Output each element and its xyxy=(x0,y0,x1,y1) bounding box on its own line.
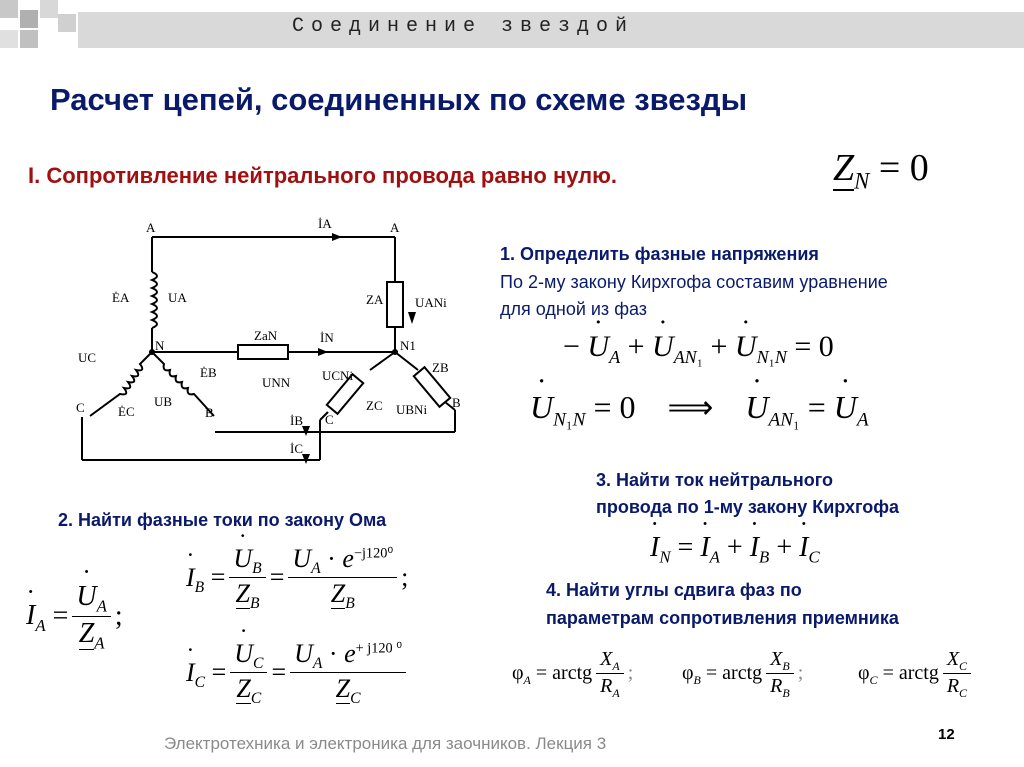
neutral-current-formula: IN = IA + IB + IC xyxy=(650,532,820,568)
node-n-label: N xyxy=(155,338,165,353)
voltage-ua-label: UA xyxy=(168,290,187,305)
voltage-ubn1-label: UBNi xyxy=(396,402,427,417)
zn-equals-zero-formula: ZN = 0 xyxy=(833,147,929,194)
step1-text-line2: для одной из фаз xyxy=(500,299,648,319)
emf-ea-label: ĖA xyxy=(112,290,130,305)
step3-title-line1: 3. Найти ток нейтрального xyxy=(596,470,833,490)
step3-title-line2: провода по 1-му закону Кирхгофа xyxy=(596,497,900,517)
node-c-right-label: C xyxy=(325,412,334,427)
current-ia-label: İA xyxy=(318,216,332,231)
impedance-za-label: ZA xyxy=(366,292,384,307)
node-a-left-label: A xyxy=(146,220,156,235)
decorative-squares xyxy=(0,0,76,48)
step1-title: 1. Определить фазные напряжения xyxy=(500,244,819,264)
impedance-zb-label: ZB xyxy=(432,360,449,375)
current-ib-label: İB xyxy=(290,413,303,428)
step4-title-line2: параметрам сопротивления приемника xyxy=(546,608,899,628)
current-in-label: İN xyxy=(320,330,334,345)
emf-ec-label: ĖC xyxy=(118,404,135,419)
voltage-uc-label: UC xyxy=(78,350,96,365)
emf-eb-label: ĖB xyxy=(200,365,217,380)
footer-text: Электротехника и электроника для заочник… xyxy=(164,734,607,753)
kirchhoff-voltage-equation: − UA + UAN₁ + UN₁N = 0 xyxy=(563,330,834,368)
page-title: Расчет цепей, соединенных по схеме звезд… xyxy=(50,82,748,117)
node-b-right-label: B xyxy=(452,395,461,410)
page-number: 12 xyxy=(938,726,955,743)
voltage-ucn1-label: UCNi xyxy=(322,368,353,383)
impedance-zn-label: ZaN xyxy=(254,328,278,343)
node-c-left-label: C xyxy=(76,400,85,415)
header-title: Соединение звездой xyxy=(292,15,635,38)
voltage-unn-label: UNN xyxy=(262,375,291,390)
step4-title-line1: 4. Найти углы сдвига фаз по xyxy=(546,580,802,600)
impedance-zc-label: ZC xyxy=(366,398,383,413)
voltage-ub-label: UB xyxy=(154,394,172,409)
step1-text-line1: По 2-му закону Кирхгофа составим уравнен… xyxy=(500,272,888,292)
node-n1-label: N1 xyxy=(400,338,416,353)
header-bar xyxy=(78,12,1024,48)
current-ic-label: İC xyxy=(290,441,303,456)
voltage-uan1-label: UANi xyxy=(415,295,447,310)
circuit-diagram: A A N N1 B C C B İA ĖA UA ZA UANi ZaN İN… xyxy=(70,212,470,474)
section-title: I. Сопротивление нейтрального провода ра… xyxy=(28,163,618,188)
step2-title: 2. Найти фазные токи по закону Ома xyxy=(58,510,387,530)
node-b-left-label: B xyxy=(205,405,214,420)
neutral-voltage-result: UN₁N = 0 ⟹ UAN₁ = UA xyxy=(530,388,869,431)
node-a-right-label: A xyxy=(390,220,400,235)
